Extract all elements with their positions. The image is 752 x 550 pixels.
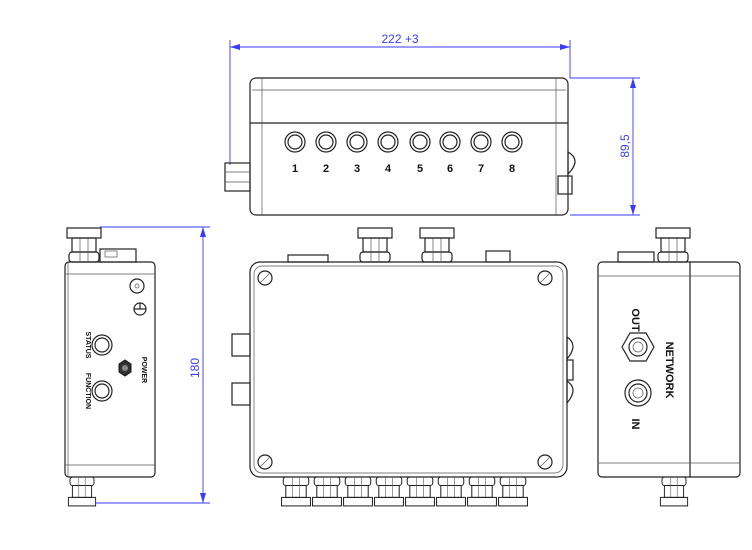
height-dimension-label: 89,5	[618, 134, 632, 158]
status-label: STATUS	[84, 332, 91, 359]
power-connector	[118, 359, 132, 377]
port-number: 3	[354, 163, 360, 175]
left-view: STATUS FUNCTION POWER	[64, 227, 156, 507]
width-dimension: 222 +3	[229, 32, 571, 165]
status-led	[91, 334, 113, 356]
bottom-glands	[281, 476, 528, 507]
out-label: OUT	[629, 308, 641, 332]
front-view	[231, 227, 574, 507]
port-number: 5	[417, 163, 423, 175]
function-label: FUNCTION	[84, 373, 91, 409]
in-label: IN	[629, 419, 641, 430]
top-view: 1 2 3 4 5 6 7 8	[224, 77, 576, 216]
width-dimension-label: 222 +3	[381, 32, 418, 46]
port-number: 8	[509, 163, 515, 175]
length-dimension: 180	[95, 226, 210, 504]
network-out-connector	[621, 332, 655, 362]
function-button	[91, 380, 113, 402]
length-dimension-label: 180	[188, 358, 202, 378]
right-view: OUT NETWORK IN	[597, 227, 741, 507]
ground-icon	[133, 302, 147, 316]
height-dimension: 89,5	[570, 77, 640, 216]
corner-screws	[257, 270, 553, 470]
port-number: 2	[323, 163, 329, 175]
port-number: 6	[447, 163, 453, 175]
network-in-connector	[624, 379, 652, 407]
port-number: 1	[292, 163, 298, 175]
power-label: POWER	[140, 357, 147, 383]
port-holes	[284, 131, 523, 153]
network-label: NETWORK	[663, 342, 675, 399]
port-number: 7	[478, 163, 484, 175]
screw-icon	[129, 278, 145, 294]
port-number: 4	[385, 163, 392, 175]
